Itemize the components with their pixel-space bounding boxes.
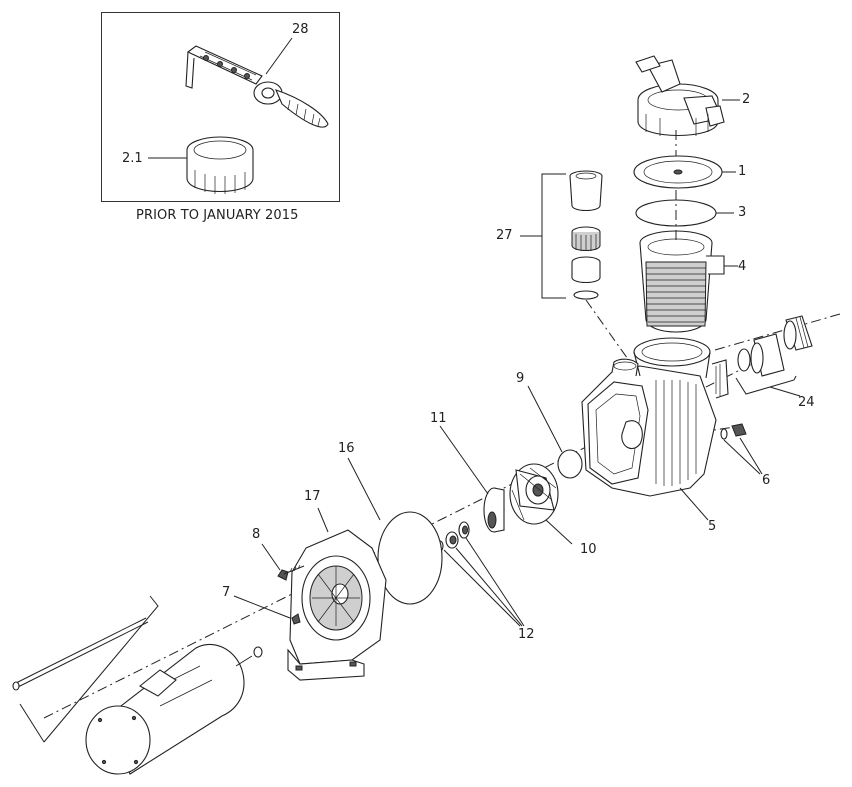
part-17-seal-plate <box>287 507 387 681</box>
part-12-seal-kit <box>436 521 525 627</box>
inset-caption: PRIOR TO JANUARY 2015 <box>136 208 299 223</box>
part-5-housing <box>581 337 729 521</box>
motor <box>85 643 263 775</box>
part-4-basket <box>639 230 738 333</box>
callout-6: 6 <box>762 473 771 488</box>
part-7-screw <box>233 595 301 625</box>
callout-4: 4 <box>738 259 747 274</box>
callout-12: 12 <box>518 627 535 642</box>
callout-2-1: 2.1 <box>122 151 143 166</box>
part-2-lid <box>635 55 740 136</box>
part-2-1-ring <box>148 136 254 194</box>
part-16-gasket <box>347 457 443 605</box>
part-8-bolt <box>261 543 305 581</box>
part-9-seal <box>527 385 583 479</box>
part-3-o-ring <box>635 199 734 227</box>
part-10-impeller <box>509 463 573 545</box>
part-27-kit <box>520 170 603 300</box>
callout-5: 5 <box>708 519 717 534</box>
part-6-drain-plugs <box>720 423 763 475</box>
part-11-diffuser <box>439 425 505 533</box>
inset-frame <box>101 12 340 202</box>
callout-7: 7 <box>222 585 231 600</box>
callout-24: 24 <box>798 395 815 410</box>
callout-2: 2 <box>742 92 751 107</box>
callout-10: 10 <box>580 542 597 557</box>
callout-28: 28 <box>292 22 309 37</box>
callout-9: 9 <box>516 371 525 386</box>
part-24-union <box>735 315 813 397</box>
part-28-wrench <box>185 37 329 128</box>
callout-3: 3 <box>738 205 747 220</box>
through-bolt <box>12 595 159 743</box>
callout-27: 27 <box>496 228 513 243</box>
callout-17: 17 <box>304 489 321 504</box>
callout-1: 1 <box>738 164 747 179</box>
callout-16: 16 <box>338 441 355 456</box>
callout-8: 8 <box>252 527 261 542</box>
part-1-cover <box>633 155 736 189</box>
callout-11: 11 <box>430 411 447 426</box>
